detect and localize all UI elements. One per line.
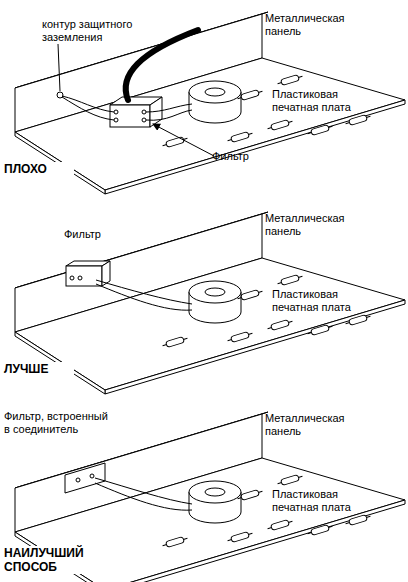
leader-line	[153, 124, 214, 156]
connector-filter	[65, 463, 105, 493]
part-label: Пластиковая печатная плата	[272, 288, 387, 314]
part-label: Металлическая панель	[265, 412, 375, 438]
part-label: Фильтр	[64, 228, 124, 241]
wires	[95, 478, 192, 510]
part-label: Фильтр, встроенный в соединитель	[4, 410, 116, 436]
part-label: Фильтр	[212, 150, 272, 163]
part-label: Металлическая панель	[265, 12, 375, 38]
part-label: Металлическая панель	[265, 212, 375, 238]
verdict-label: НАИЛУЧШИЙ СПОСОБ	[4, 546, 99, 574]
verdict-label: ЛУЧШЕ	[4, 362, 74, 376]
part-label: контур защитного заземления	[42, 18, 147, 44]
ground-cable	[126, 30, 198, 100]
wires	[96, 280, 192, 310]
part-label: Пластиковая печатная плата	[272, 88, 387, 114]
verdict-label: ПЛОХО	[4, 162, 74, 176]
part-label: Пластиковая печатная плата	[272, 488, 387, 514]
